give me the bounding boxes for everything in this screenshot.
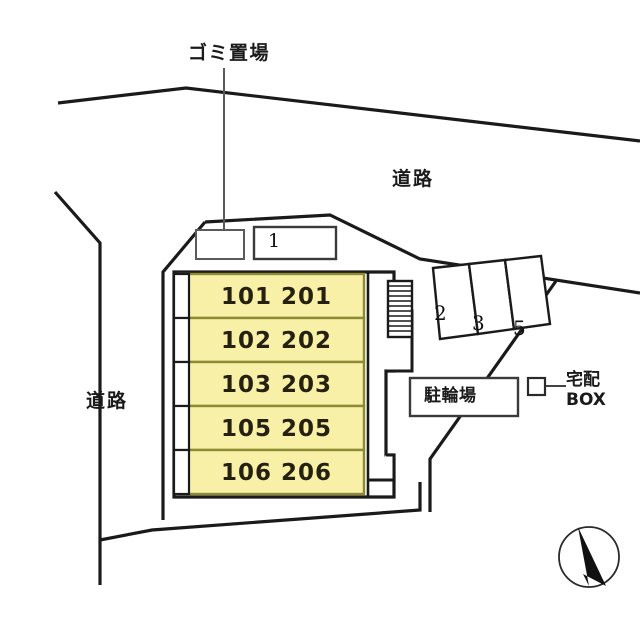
parking-stall-2-label: 2	[434, 301, 447, 325]
balcony-strip-row-5	[172, 448, 191, 496]
top-road-upper-boundary	[57, 86, 640, 143]
unit-balcony-strips	[172, 272, 191, 496]
road-label-left: 道路	[86, 390, 129, 412]
left-road-east-boundary	[53, 190, 102, 585]
garbage-area-label: ゴミ置場	[188, 42, 271, 64]
bicycle-parking-box	[408, 376, 520, 418]
balcony-strip-row-4	[172, 404, 191, 452]
unit-label-row-2: 102 202	[221, 328, 333, 354]
unit-block-row-5	[176, 448, 366, 496]
unit-label-row-4: 105 205	[221, 416, 333, 442]
garbage-area-box	[195, 229, 245, 260]
road-label-top: 道路	[392, 168, 435, 190]
delivery-box-icon	[526, 376, 547, 397]
north-arrow-icon	[558, 526, 620, 588]
balcony-strip-row-3	[172, 360, 191, 408]
parking-stalls-group	[431, 254, 552, 341]
parking-stall-5	[503, 254, 552, 331]
unit-block-row-2	[176, 316, 366, 364]
unit-block-row-3	[176, 360, 366, 408]
site-east-boundary	[428, 280, 558, 512]
parking-stall-3-label: 3	[472, 311, 485, 335]
balcony-strip-row-1	[172, 272, 191, 320]
unit-block-row-4	[176, 404, 366, 452]
delivery-box-label: 宅配 BOX	[566, 370, 606, 410]
parking-stall-5-label: 5	[513, 316, 526, 340]
parking-stall-1	[252, 225, 338, 261]
bicycle-parking-label: 駐輪場	[424, 386, 477, 406]
staircase-icon	[386, 279, 414, 339]
unit-block-row-1	[176, 272, 366, 320]
balcony-strip-row-2	[172, 316, 191, 364]
site-west-boundary	[161, 220, 207, 520]
unit-blocks	[176, 272, 366, 496]
building-right-step-lower	[368, 453, 396, 482]
site-south-boundary	[99, 482, 422, 542]
delivery-box-label-line1: 宅配	[566, 370, 600, 390]
unit-label-row-1: 101 201	[221, 284, 333, 310]
unit-label-row-5: 106 206	[221, 460, 333, 486]
unit-label-row-3: 103 203	[221, 372, 333, 398]
delivery-box-label-line2: BOX	[566, 389, 606, 410]
parking-stall-1-label: 1	[268, 230, 281, 252]
